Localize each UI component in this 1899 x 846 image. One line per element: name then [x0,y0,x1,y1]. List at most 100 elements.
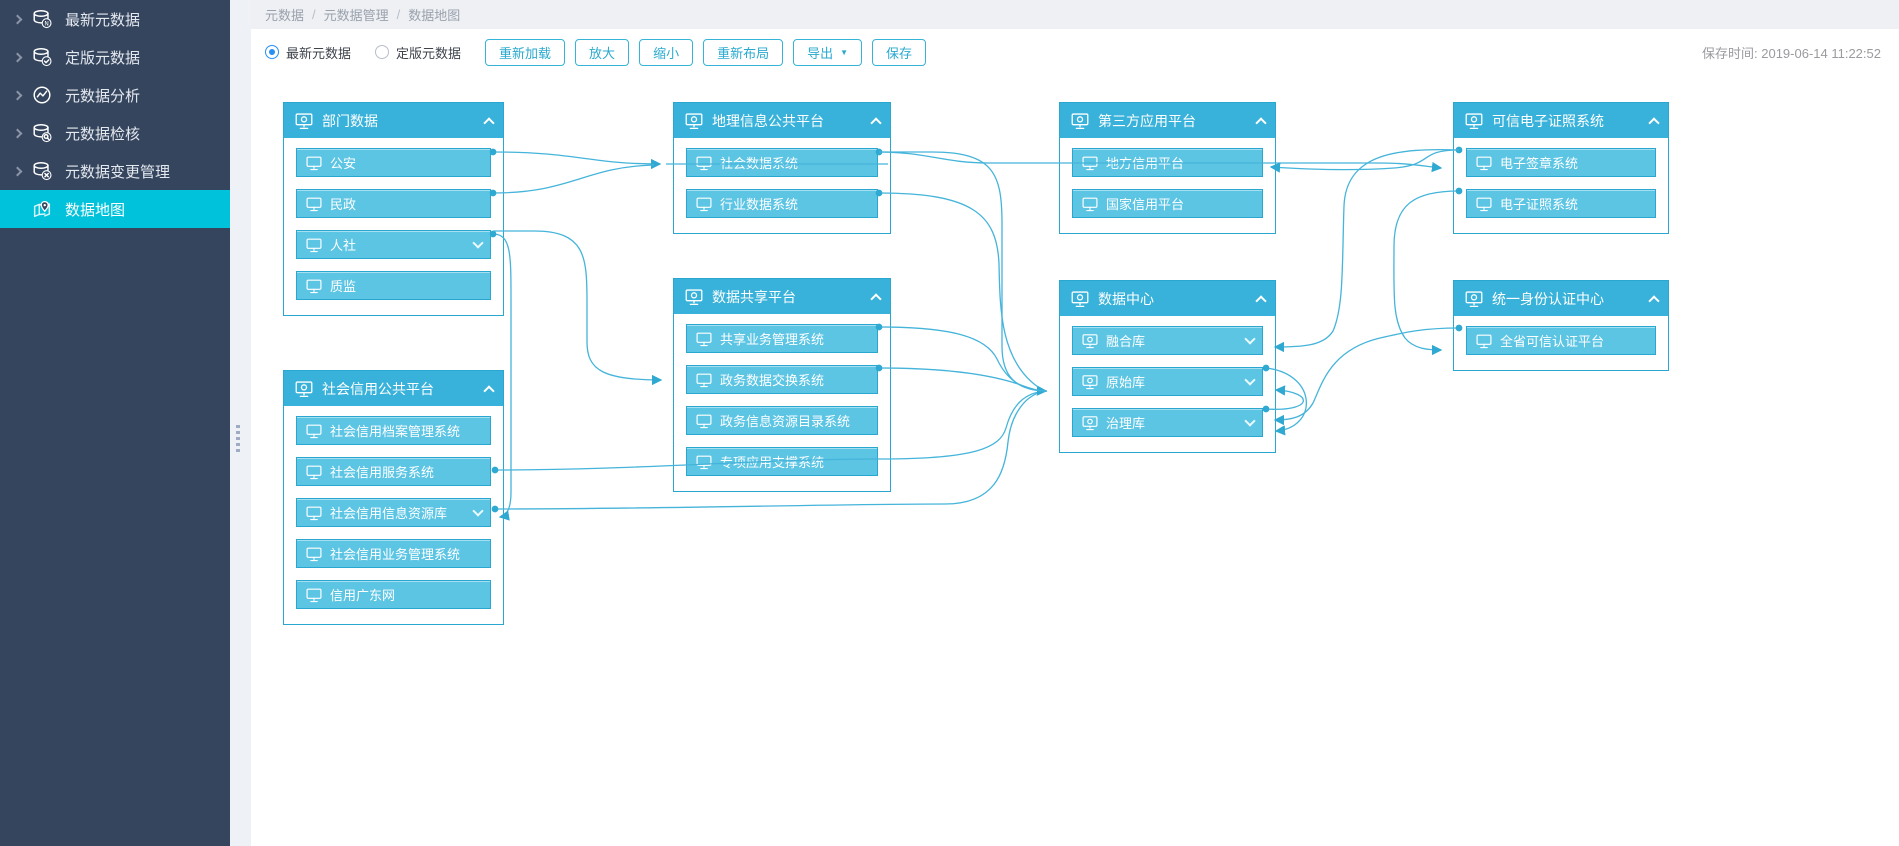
group-body: 电子签章系统电子证照系统 [1454,138,1668,233]
diagram-node[interactable]: 电子证照系统 [1466,189,1656,218]
diagram-node[interactable]: 行业数据系统 [686,189,878,218]
sidebar-item-fixed-metadata[interactable]: 定版元数据 [0,38,230,76]
monitor-gear-icon [1464,290,1484,308]
chevron-right-icon [12,166,23,176]
sidebar-item-metadata-analysis[interactable]: 元数据分析 [0,76,230,114]
diagram-node[interactable]: 社会信用信息资源库 [296,498,491,527]
collapse-chevron-up-icon[interactable] [1255,295,1267,307]
chevron-right-icon [12,52,23,62]
collapse-chevron-up-icon[interactable] [1255,117,1267,129]
group-header-data-sharing-platform[interactable]: 数据共享平台 [674,279,890,314]
button-label: 重新布局 [717,45,770,61]
expand-chevron-down-icon[interactable] [1244,332,1256,345]
node-label: 专项应用支撑系统 [720,455,825,470]
diagram-node[interactable]: 社会信用档案管理系统 [296,416,491,445]
diagram-node[interactable]: 政务信息资源目录系统 [686,406,878,435]
node-label: 融合库 [1106,334,1146,349]
diagram-node[interactable]: 专项应用支撑系统 [686,447,878,476]
diagram-node[interactable]: 公安 [296,148,491,177]
radio-icon [375,45,390,59]
splitter-grip[interactable] [236,425,240,452]
diagram-node[interactable]: 共享业务管理系统 [686,324,878,353]
diagram-node[interactable]: 政务数据交换系统 [686,365,878,394]
collapse-chevron-up-icon[interactable] [870,293,882,305]
breadcrumb-separator: / [312,7,316,22]
chevron-right-icon [12,128,23,138]
radio-定版元数据[interactable]: 定版元数据 [375,43,461,62]
diagram-node[interactable]: 质监 [296,271,491,300]
group-header-third-party-platform[interactable]: 第三方应用平台 [1060,103,1275,138]
diagram-node[interactable]: 信用广东网 [296,580,491,609]
group-title: 数据共享平台 [712,288,796,305]
sidebar-item-metadata-check[interactable]: 元数据检核 [0,114,230,152]
diagram-node[interactable]: 社会信用服务系统 [296,457,491,486]
group-body: 共享业务管理系统政务数据交换系统政务信息资源目录系统专项应用支撑系统 [674,314,890,491]
group-header-unified-auth-center[interactable]: 统一身份认证中心 [1454,281,1668,316]
edge-全省可信认证平台-治理库 [1273,324,1463,426]
group-header-data-center[interactable]: 数据中心 [1060,281,1275,316]
breadcrumb-item[interactable]: 元数据管理 [323,8,389,23]
diagram-node[interactable]: 人社 [296,230,491,259]
analysis-icon [31,84,53,106]
relayout-button[interactable]: 重新布局 [703,38,784,66]
reload-button[interactable]: 重新加载 [485,38,566,66]
diagram-node[interactable]: 社会数据系统 [686,148,878,177]
group-title: 可信电子证照系统 [1492,112,1604,129]
save-button[interactable]: 保存 [872,38,927,66]
sidebar-item-label: 最新元数据 [65,11,141,29]
edge-社会数据系统-原始库 [879,151,1048,396]
diagram-node[interactable]: 国家信用平台 [1072,189,1263,218]
diagram-node[interactable]: 治理库 [1072,408,1263,437]
monitor-gear-icon [294,380,314,398]
diagram-node[interactable]: 原始库 [1072,367,1263,396]
monitor-icon [695,155,713,171]
database-change-icon [31,160,53,182]
expand-chevron-down-icon[interactable] [1244,373,1256,386]
breadcrumb-item[interactable]: 数据地图 [408,8,461,23]
expand-chevron-down-icon[interactable] [472,504,484,517]
monitor-icon [305,505,323,521]
diagram-node[interactable]: 全省可信认证平台 [1466,326,1656,355]
diagram-node[interactable]: 地方信用平台 [1072,148,1263,177]
zoom-in-button[interactable]: 放大 [575,38,630,66]
monitor-gear-icon [684,288,704,306]
diagram-node[interactable]: 民政 [296,189,491,218]
expand-chevron-down-icon[interactable] [472,236,484,249]
diagram-node[interactable]: 电子签章系统 [1466,148,1656,177]
toolbar: 最新元数据定版元数据 重新加载放大缩小重新布局导出▼保存 保存时间: 2019-… [251,29,1899,75]
edge-电子签章系统-融合库 [1273,149,1460,353]
expand-chevron-down-icon[interactable] [1244,414,1256,427]
monitor-gear-icon [1081,374,1099,390]
diagram-node[interactable]: 社会信用业务管理系统 [296,539,491,568]
monitor-icon [305,196,323,212]
collapse-chevron-up-icon[interactable] [483,385,495,397]
node-label: 原始库 [1106,375,1146,390]
group-header-trusted-cert-system[interactable]: 可信电子证照系统 [1454,103,1668,138]
export-button[interactable]: 导出▼ [793,38,863,66]
monitor-icon [1081,155,1099,171]
node-label: 社会数据系统 [720,156,799,171]
sidebar-item-metadata-change-management[interactable]: 元数据变更管理 [0,152,230,190]
node-label: 共享业务管理系统 [720,332,825,347]
group-header-geo-info-platform[interactable]: 地理信息公共平台 [674,103,890,138]
zoom-out-button[interactable]: 缩小 [639,38,694,66]
database-check-icon [31,46,53,68]
node-label: 质监 [330,279,357,294]
collapse-chevron-up-icon[interactable] [1648,117,1660,129]
chevron-right-icon [12,14,23,24]
group-geo-info-platform: 地理信息公共平台社会数据系统行业数据系统 [673,102,891,234]
breadcrumb-item[interactable]: 元数据 [265,8,305,23]
sidebar-item-label: 元数据检核 [65,125,141,143]
sidebar-item-data-map[interactable]: 数据地图 [0,190,230,228]
radio-selected-最新元数据[interactable]: 最新元数据 [265,43,351,62]
diagram-node[interactable]: 融合库 [1072,326,1263,355]
group-header-social-credit-platform[interactable]: 社会信用公共平台 [284,371,503,406]
group-header-department-data[interactable]: 部门数据 [284,103,503,138]
group-social-credit-platform: 社会信用公共平台社会信用档案管理系统社会信用服务系统社会信用信息资源库社会信用业… [283,370,504,625]
collapse-chevron-up-icon[interactable] [1648,295,1660,307]
collapse-chevron-up-icon[interactable] [483,117,495,129]
collapse-chevron-up-icon[interactable] [870,117,882,129]
